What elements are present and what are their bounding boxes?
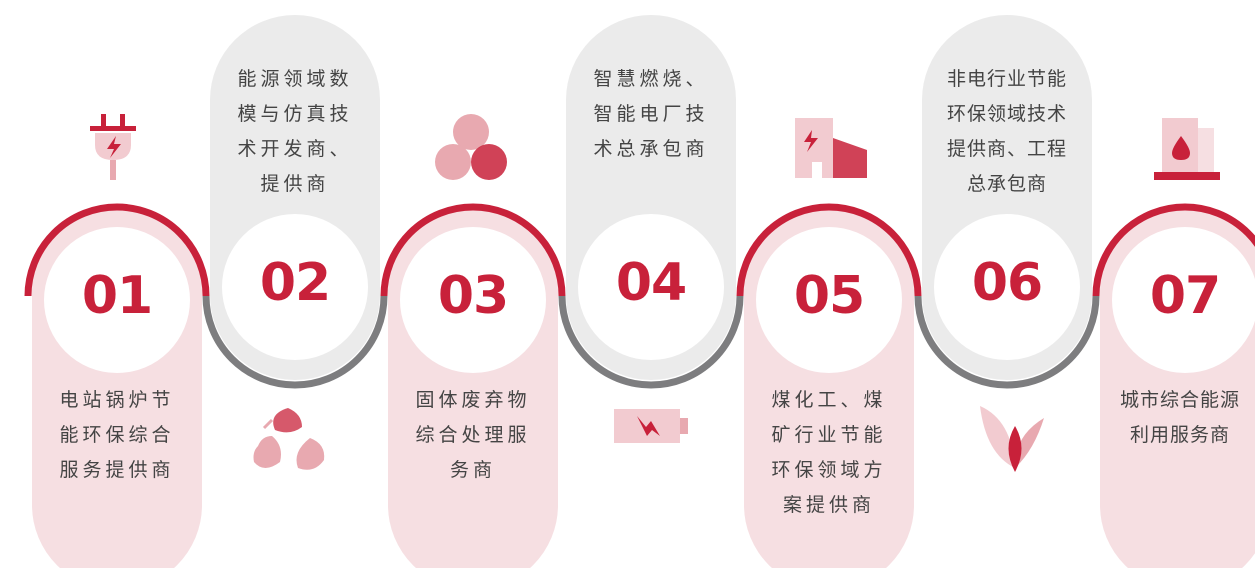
text-line: 固体废弃物 <box>415 389 531 411</box>
number-circle-03 <box>400 227 546 373</box>
text-line: 环保领域方 <box>771 459 887 481</box>
text-line: 术总承包商 <box>593 138 709 160</box>
step-text-06: 非电行业节能 环保领域技术 提供商、工程 总承包商 <box>922 62 1092 202</box>
text-line: 模与仿真技 <box>237 103 353 125</box>
step-text-04: 智慧燃烧、 智能电厂技 术总承包商 <box>566 62 736 167</box>
gray-arc-04 <box>558 295 744 389</box>
step-number-03: 03 <box>437 266 509 326</box>
text-line: 提供商、工程 <box>946 138 1067 160</box>
step-text-07: 城市综合能源 利用服务商 <box>1105 383 1255 453</box>
text-line: 利用服务商 <box>1129 424 1230 446</box>
step-number-02: 02 <box>259 253 331 313</box>
number-circle-01 <box>44 227 190 373</box>
text-line: 总承包商 <box>966 173 1047 195</box>
text-line: 术开发商、 <box>237 138 353 160</box>
step-number-06: 06 <box>971 253 1043 313</box>
text-line: 环保领域技术 <box>946 103 1067 125</box>
recycle-leaves-icon <box>253 408 325 470</box>
step-text-01: 电站锅炉节 能环保综合 服务提供商 <box>32 383 202 488</box>
text-line: 能环保综合 <box>59 424 175 446</box>
text-line: 智慧燃烧、 <box>593 68 709 90</box>
number-circle-07 <box>1112 227 1255 373</box>
text-line: 综合处理服 <box>415 424 531 446</box>
step-number-04: 04 <box>615 253 687 313</box>
leaf-icon <box>980 406 1044 472</box>
red-arc-03 <box>380 203 566 297</box>
plug-icon <box>90 114 136 180</box>
number-circle-04 <box>578 214 724 360</box>
three-circles-icon <box>435 114 507 180</box>
number-circle-05 <box>756 227 902 373</box>
red-arc-07 <box>1092 203 1255 297</box>
step-text-03: 固体废弃物 综合处理服 务商 <box>388 383 558 488</box>
number-circle-06 <box>934 214 1080 360</box>
step-number-01: 01 <box>81 266 153 326</box>
text-line: 智能电厂技 <box>593 103 709 125</box>
text-line: 能源领域数 <box>237 68 353 90</box>
text-line: 城市综合能源 <box>1119 389 1240 411</box>
red-arc-01 <box>24 203 210 297</box>
text-line: 服务提供商 <box>59 459 175 481</box>
text-line: 矿行业节能 <box>771 424 887 446</box>
battery-icon <box>614 409 688 443</box>
step-number-05: 05 <box>793 266 865 326</box>
step-number-07: 07 <box>1149 266 1221 326</box>
step-text-05: 煤化工、煤 矿行业节能 环保领域方 案提供商 <box>744 383 914 523</box>
building-drop-icon <box>1154 118 1220 180</box>
text-line: 非电行业节能 <box>946 68 1067 90</box>
number-circle-02 <box>222 214 368 360</box>
gray-arc-02 <box>202 295 388 389</box>
text-line: 提供商 <box>260 173 330 195</box>
text-line: 电站锅炉节 <box>59 389 175 411</box>
step-text-02: 能源领域数 模与仿真技 术开发商、 提供商 <box>210 62 380 202</box>
text-line: 煤化工、煤 <box>771 389 887 411</box>
gray-arc-06 <box>914 295 1100 389</box>
red-arc-05 <box>736 203 922 297</box>
factory-icon <box>795 118 867 178</box>
text-line: 务商 <box>449 459 496 481</box>
text-line: 案提供商 <box>782 494 875 516</box>
